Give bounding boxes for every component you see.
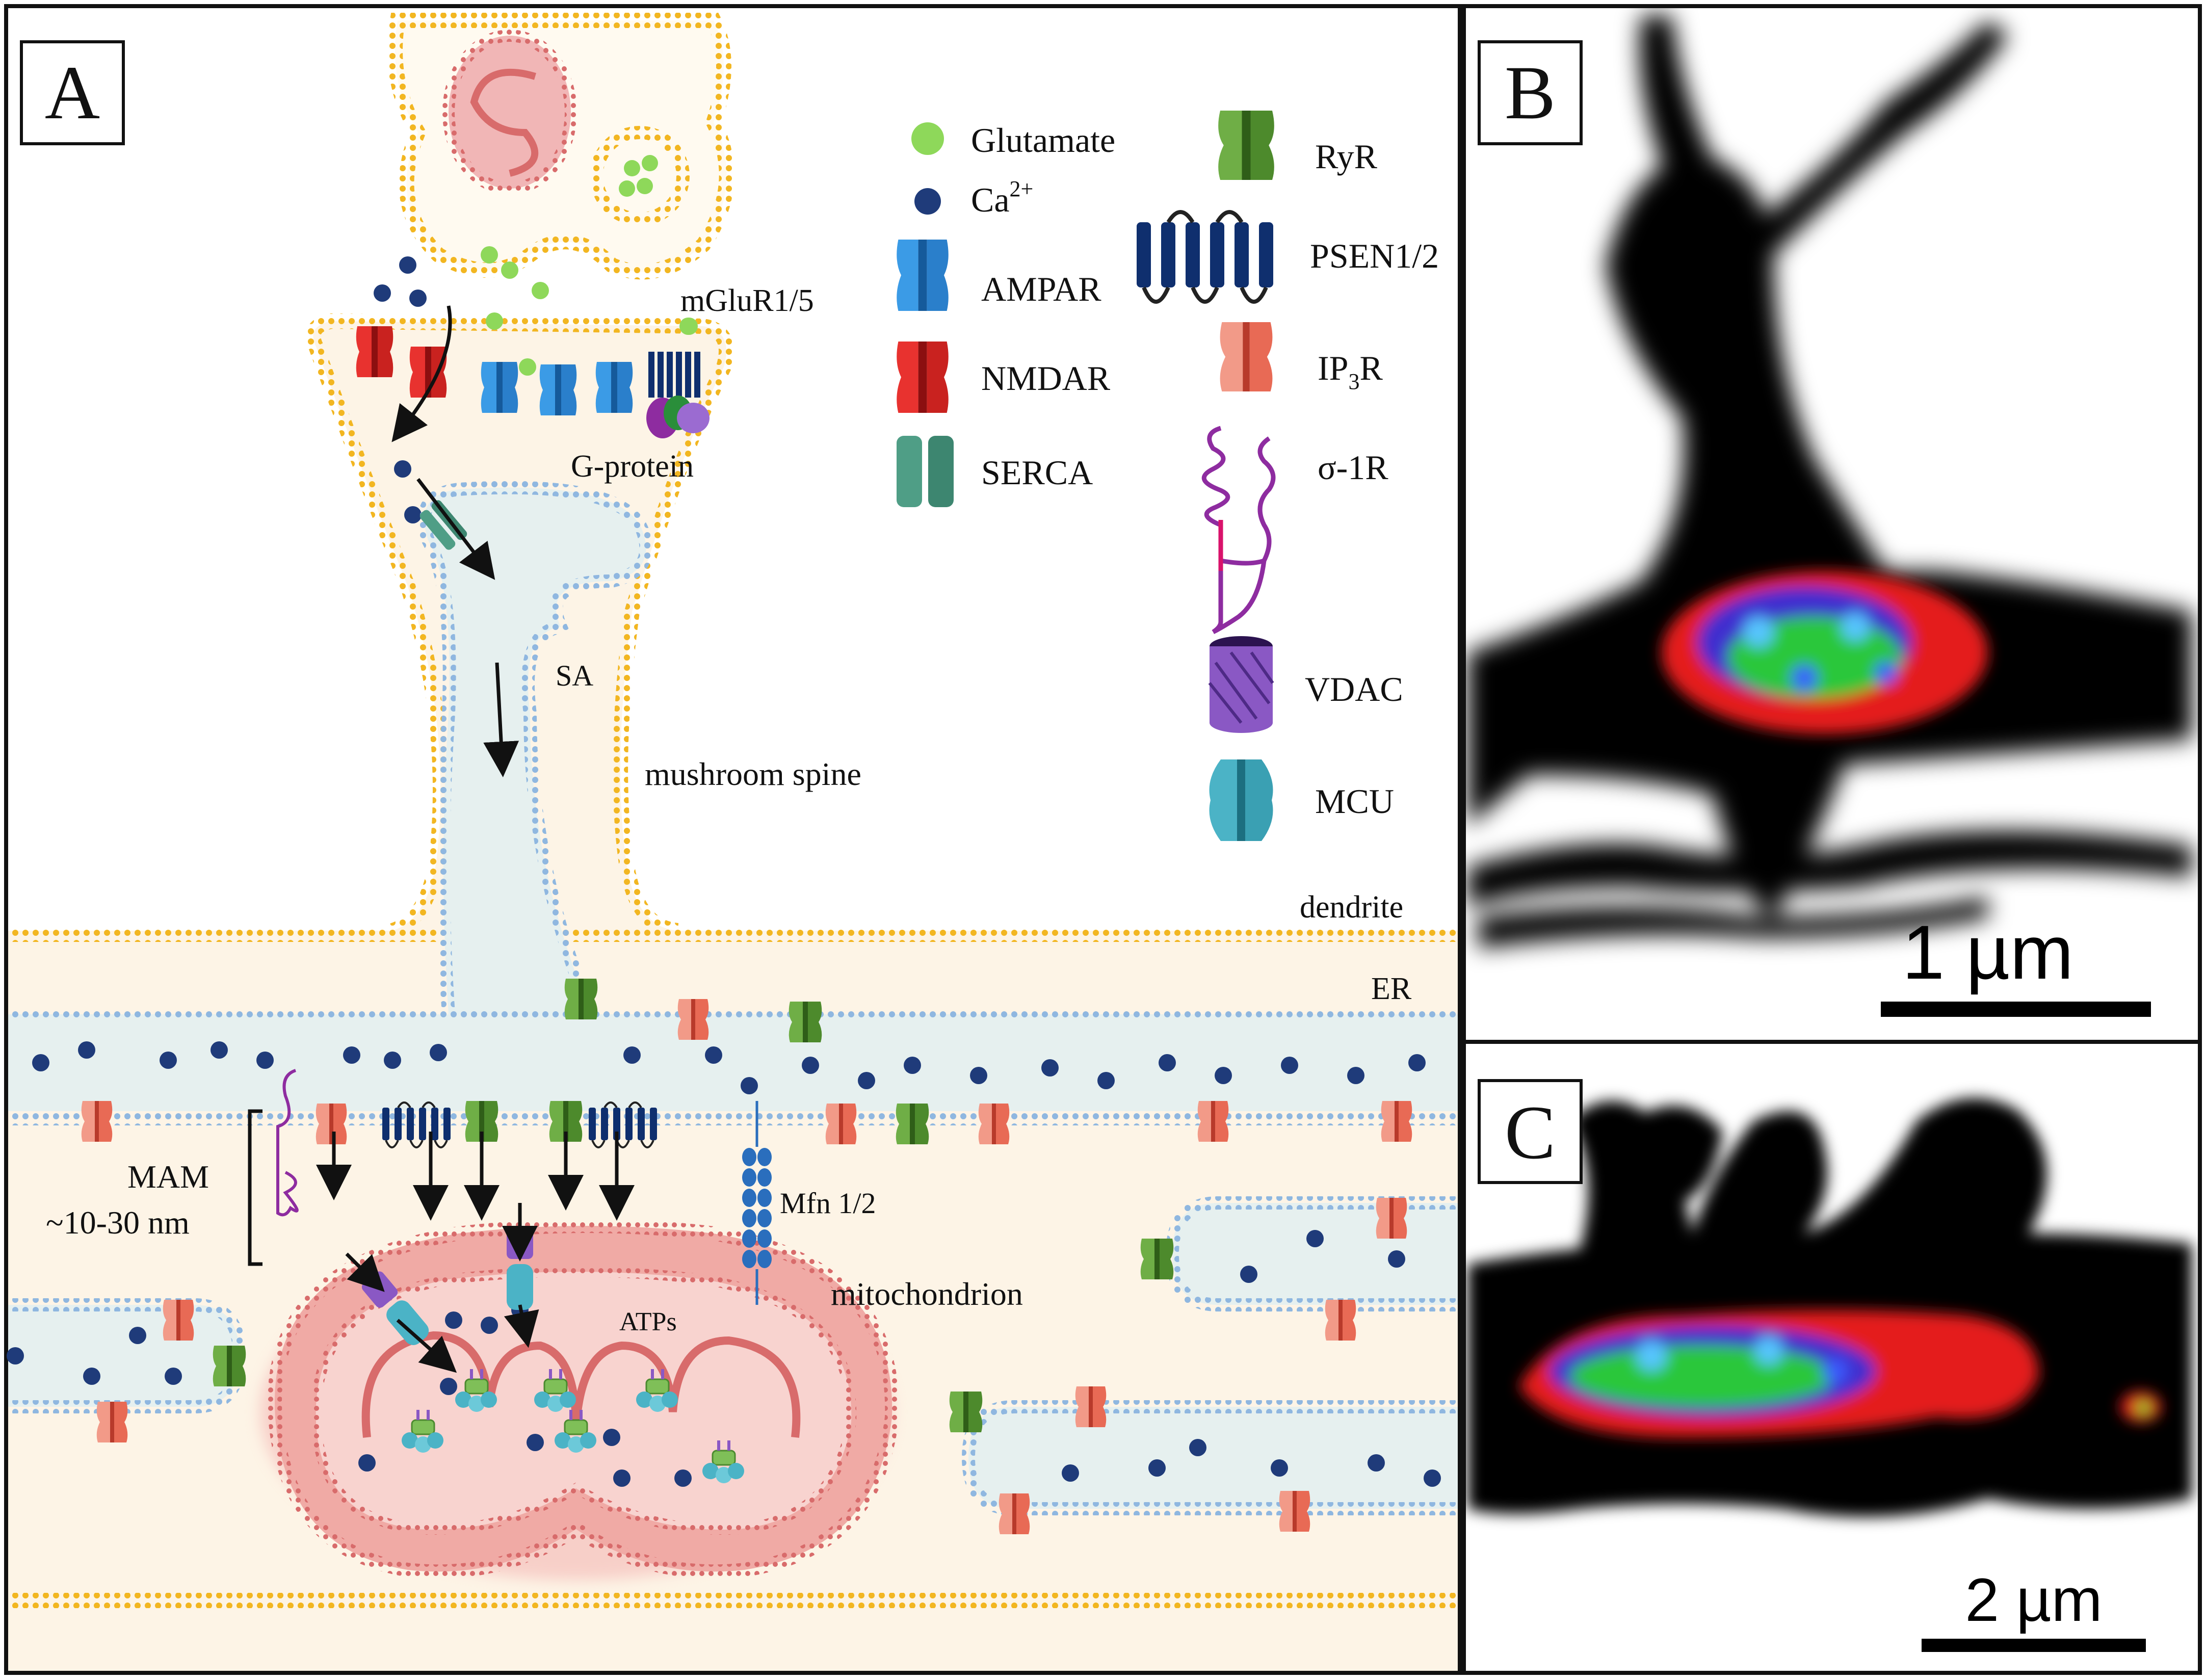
label-er: ER: [1371, 972, 1412, 1006]
micrograph-c: [1468, 1098, 2192, 1517]
legend-ca-sup: 2+: [1010, 176, 1034, 201]
label-sa: SA: [556, 659, 593, 692]
panel-a-letter-box: [20, 40, 125, 145]
label-dendrite: dendrite: [1300, 890, 1403, 925]
label-mam-size: ~10-30 nm: [46, 1204, 190, 1241]
legend-nmdar: NMDAR: [981, 359, 1111, 398]
legend-serca: SERCA: [981, 453, 1093, 492]
ampar-spine: [595, 362, 633, 413]
serca-swatch: [897, 436, 954, 507]
glutamate-swatch: [911, 122, 944, 155]
legend-vdac: VDAC: [1305, 670, 1403, 708]
mfn-tether: [742, 1148, 772, 1268]
legend-ca: Ca2+: [971, 176, 1033, 219]
ip3r-swatch: [1220, 322, 1273, 391]
mglur-receptor: [646, 352, 710, 438]
mitochondrion: [260, 1219, 900, 1580]
legend-ca-base: Ca: [971, 180, 1010, 219]
label-mam: MAM: [127, 1159, 209, 1195]
label-gprotein: G-protein: [571, 449, 694, 484]
ampar-spine: [539, 364, 577, 415]
panel-c: C 2 µm: [1462, 1040, 2202, 1675]
panel-c-scale-label: 2 µm: [1965, 1566, 2102, 1634]
vdac-swatch: [1208, 636, 1274, 733]
panel-c-letter-box: [1478, 1079, 1583, 1184]
legend-psen: PSEN1/2: [1310, 237, 1439, 275]
legend-ip3r-sub: 3: [1348, 369, 1359, 394]
calcium-flux-arrows: [316, 305, 635, 1373]
nmdar-swatch: [897, 342, 949, 413]
legend-glutamate: Glutamate: [971, 121, 1115, 160]
panel-b-letter: B: [1505, 50, 1556, 135]
legend-sigma: σ-1R: [1318, 448, 1388, 487]
label-spine: mushroom spine: [645, 756, 861, 792]
panel-b-scale-bar: [1881, 1002, 2151, 1017]
label-mitochondrion: mitochondrion: [831, 1276, 1023, 1312]
calcium-swatch: [914, 188, 941, 215]
panel-b-scale-label: 1 µm: [1902, 909, 2073, 995]
spine-apparatus: [417, 481, 653, 1021]
legend-mcu: MCU: [1315, 782, 1394, 821]
micrograph-b: [1468, 15, 2192, 948]
legend-ampar: AMPAR: [981, 270, 1101, 308]
panel-b: B 1 µm: [1462, 4, 2202, 1044]
ampar-spine: [481, 362, 518, 413]
nmdar-spine: [356, 326, 393, 377]
legend-ip3r-base: IP: [1318, 349, 1348, 387]
panel-a-letter: A: [45, 50, 100, 135]
legend-ip3r: IP3R: [1318, 349, 1383, 394]
ampar-swatch: [897, 240, 949, 311]
legend: Glutamate Ca2+ AMPAR NMDAR SERCA RyR PSE…: [897, 111, 1439, 841]
mcu-swatch: [1209, 759, 1273, 841]
panel-c-scale-bar: [1922, 1639, 2146, 1652]
label-mfn: Mfn 1/2: [780, 1187, 876, 1220]
legend-ryr: RyR: [1315, 137, 1378, 176]
label-atps: ATPs: [619, 1307, 677, 1336]
panel-a: A mGluR1/5 G-protein SA mushroom spine d…: [4, 4, 1462, 1675]
label-mglur: mGluR1/5: [680, 283, 814, 318]
ryr-swatch: [1218, 111, 1274, 180]
mam-bracket: [248, 1109, 262, 1266]
legend-ip3r-tail: R: [1359, 349, 1383, 387]
panel-b-letter-box: [1478, 40, 1583, 145]
panel-c-letter: C: [1505, 1090, 1556, 1175]
